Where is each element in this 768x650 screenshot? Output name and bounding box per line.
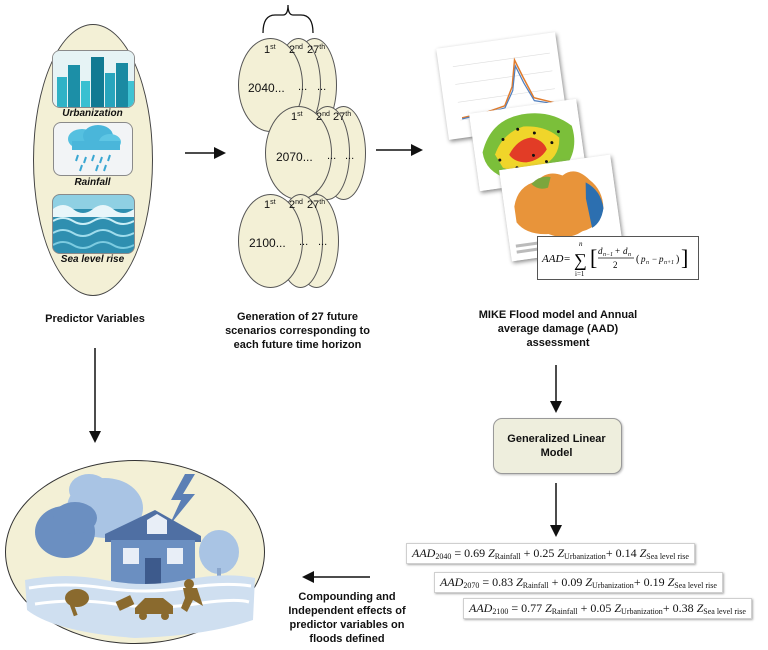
aad-formula-box: AAD = ∑ n i=1 [ d n−1 + d n 2 ( p n − p … [537, 236, 699, 280]
svg-text:AAD: AAD [541, 253, 563, 265]
flood-house-illustration [25, 474, 255, 638]
effects-label: Compounding and Independent effects of p… [288, 591, 406, 645]
svg-text:∑: ∑ [574, 250, 587, 270]
scenario-2100-ellipse-1 [238, 194, 303, 288]
scenario-2100-year: 2100... [249, 236, 286, 250]
svg-text:2: 2 [613, 260, 618, 270]
scenario-2070-year: 2070... [276, 150, 313, 164]
predictor-variables-label: Predictor Variables [45, 313, 145, 325]
svg-text:−: − [652, 254, 657, 264]
scenario-2040-year: 2040... [248, 81, 285, 95]
australia-map-icon [499, 154, 623, 262]
equation-2100: AAD2100 = 0.77 ZRainfall + 0.05 ZUrbaniz… [463, 598, 752, 619]
svg-text:(: ( [636, 254, 640, 265]
svg-text:n−1: n−1 [603, 252, 613, 258]
scenario-2040-second: 2nd [289, 44, 303, 56]
scenario-2100-dots-2: ... [299, 236, 309, 248]
scenario-brace [262, 4, 314, 34]
australia-map-card [499, 154, 623, 262]
glm-box [493, 418, 622, 474]
scenario-2040-dots-2: ... [298, 81, 308, 93]
scenario-2070-last: 27th [333, 111, 352, 123]
city-skyline-icon [53, 51, 134, 107]
scenario-2100-first: 1st [264, 199, 276, 211]
waves-icon [53, 195, 134, 253]
scenario-2070-dots-3: ... [345, 150, 355, 162]
scenario-2070-dots-2: ... [327, 150, 337, 162]
scenario-2100-second: 2nd [289, 199, 303, 211]
scenarios-label: Generation of 27 future scenarios corres… [225, 311, 370, 351]
scenario-2070-first: 1st [291, 111, 303, 123]
sea-level-label: Sea level rise [60, 254, 125, 265]
aad-formula-render: AAD = ∑ n i=1 [ d n−1 + d n 2 ( p n − p … [541, 240, 688, 278]
rainfall-label: Rainfall [74, 177, 111, 188]
svg-text:p: p [640, 254, 646, 264]
scenario-2040-first: 1st [264, 44, 276, 56]
svg-text:): ) [676, 254, 679, 265]
svg-text:n+1: n+1 [664, 260, 674, 266]
sea-level-panel [52, 194, 135, 254]
svg-text:n: n [646, 260, 649, 266]
mike-flood-label: MIKE Flood model and Annual average dama… [478, 309, 638, 349]
svg-text:n: n [579, 240, 583, 248]
svg-text:[: [ [590, 245, 597, 270]
svg-text:d: d [598, 246, 603, 256]
svg-text:d: d [623, 246, 628, 256]
urbanization-label: Urbanization [62, 108, 123, 119]
svg-text:]: ] [681, 245, 688, 270]
scenario-2040-last: 27th [307, 44, 326, 56]
scenario-2100-dots-3: ... [318, 236, 328, 248]
svg-text:i=1: i=1 [575, 270, 585, 278]
equation-2070: AAD2070 = 0.83 ZRainfall + 0.09 ZUrbaniz… [434, 572, 723, 593]
svg-text:+: + [615, 246, 620, 256]
rainfall-panel [53, 122, 133, 176]
urbanization-panel [52, 50, 135, 108]
glm-label: Generalized Linear Model [507, 433, 606, 459]
equation-2040: AAD2040 = 0.69 ZRainfall + 0.25 ZUrbaniz… [406, 543, 695, 564]
scenario-2070-second: 2nd [316, 111, 330, 123]
scenario-2040-dots-3: ... [317, 81, 327, 93]
svg-text:n: n [628, 252, 631, 258]
scenario-2100-last: 27th [307, 199, 326, 211]
rain-cloud-icon [68, 125, 121, 172]
svg-text:p: p [658, 254, 664, 264]
svg-text:=: = [564, 253, 570, 265]
